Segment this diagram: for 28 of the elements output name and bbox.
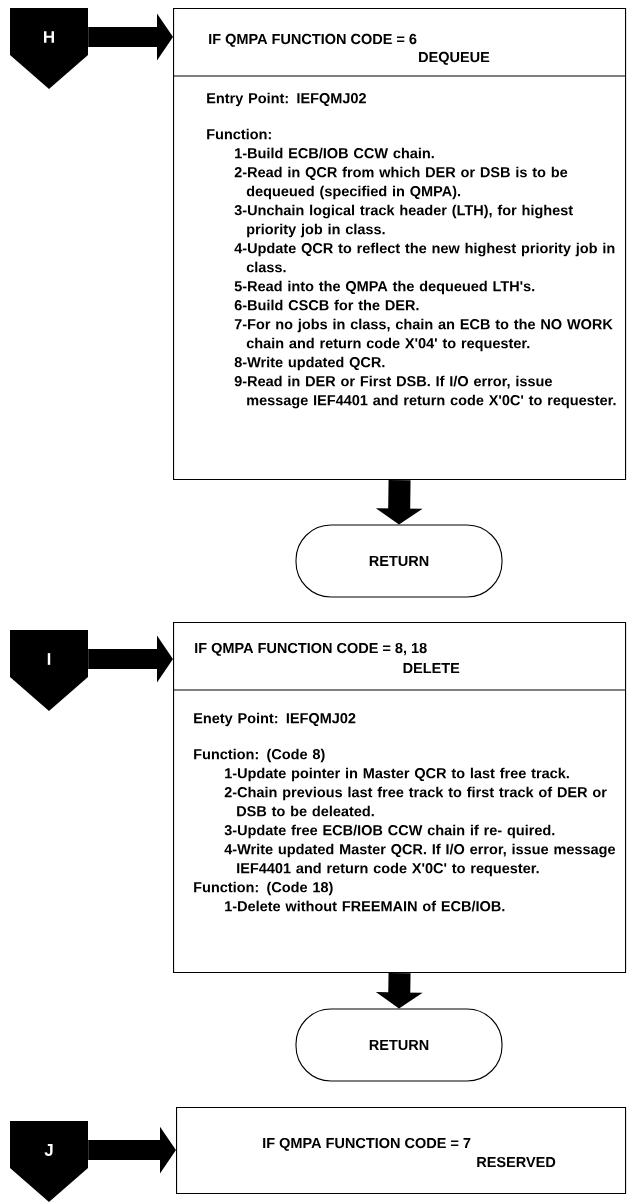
heading-text: DEQUEUE bbox=[419, 51, 490, 65]
step-text: 4-Update QCR to reflect the new highest priority job in class. bbox=[234, 242, 615, 273]
heading-text: RESERVED bbox=[477, 1156, 556, 1168]
step-text: 1-Build ECB/IOB CCW chain. bbox=[235, 147, 434, 159]
step-text: 1-Update pointer in Master QCR to last free track. bbox=[225, 767, 569, 782]
function-label: Function: (Code 18) bbox=[194, 881, 333, 896]
step-text: 9-Read in DER or First DSB. If I/O error, issue message IEF4401 and return code X'0C' to requester. bbox=[234, 375, 616, 409]
heading-text: IF QMPA FUNCTION CODE = 7 bbox=[263, 1137, 471, 1151]
step-text: 7-For no jobs in class, chain an ECB to the NO WORK chain and return code X'04' to requester. bbox=[234, 318, 613, 352]
step-text: 6-Build CSCB for the DER. bbox=[234, 299, 419, 311]
step-text: 8-Write updated QCR. bbox=[234, 356, 385, 371]
off-page-connector: H bbox=[10, 8, 88, 89]
step-text: 2-Chain previous last free track to first track of DER or DSB to be deleated. bbox=[224, 786, 607, 817]
entry-point-text: Entry Point: IEFQMJ02 bbox=[207, 92, 366, 107]
off-page-connector: I bbox=[10, 630, 88, 711]
heading-text: DELETE bbox=[403, 663, 460, 673]
heading-text: IF QMPA FUNCTION CODE = 8, 18 bbox=[195, 642, 427, 656]
step-text: 1-Delete without FREEMAIN of ECB/IOB. bbox=[225, 900, 505, 912]
function-label: Function: (Code 8) bbox=[194, 748, 325, 763]
entry-point-text: Enety Point: IEFQMJ02 bbox=[194, 712, 356, 727]
step-text: 3-Unchain logical track header (LTH), for highest priority job in class. bbox=[234, 204, 573, 238]
step-text: 5-Read into the QMPA the dequeued LTH's. bbox=[234, 280, 535, 295]
step-text: 2-Read in QCR from which DER or DSB is to be dequeued (specified in QMPA). bbox=[234, 166, 568, 200]
step-text: 3-Update free ECB/IOB CCW chain if re- quired. bbox=[224, 824, 555, 839]
step-text: 4-Write updated Master QCR. If I/O error, issue message IEF4401 and return code X'0C' to requester. bbox=[224, 843, 616, 877]
function-label: Function: bbox=[207, 128, 271, 140]
off-page-connector: J bbox=[10, 1121, 88, 1202]
heading-text: IF QMPA FUNCTION CODE = 6 bbox=[209, 33, 417, 47]
